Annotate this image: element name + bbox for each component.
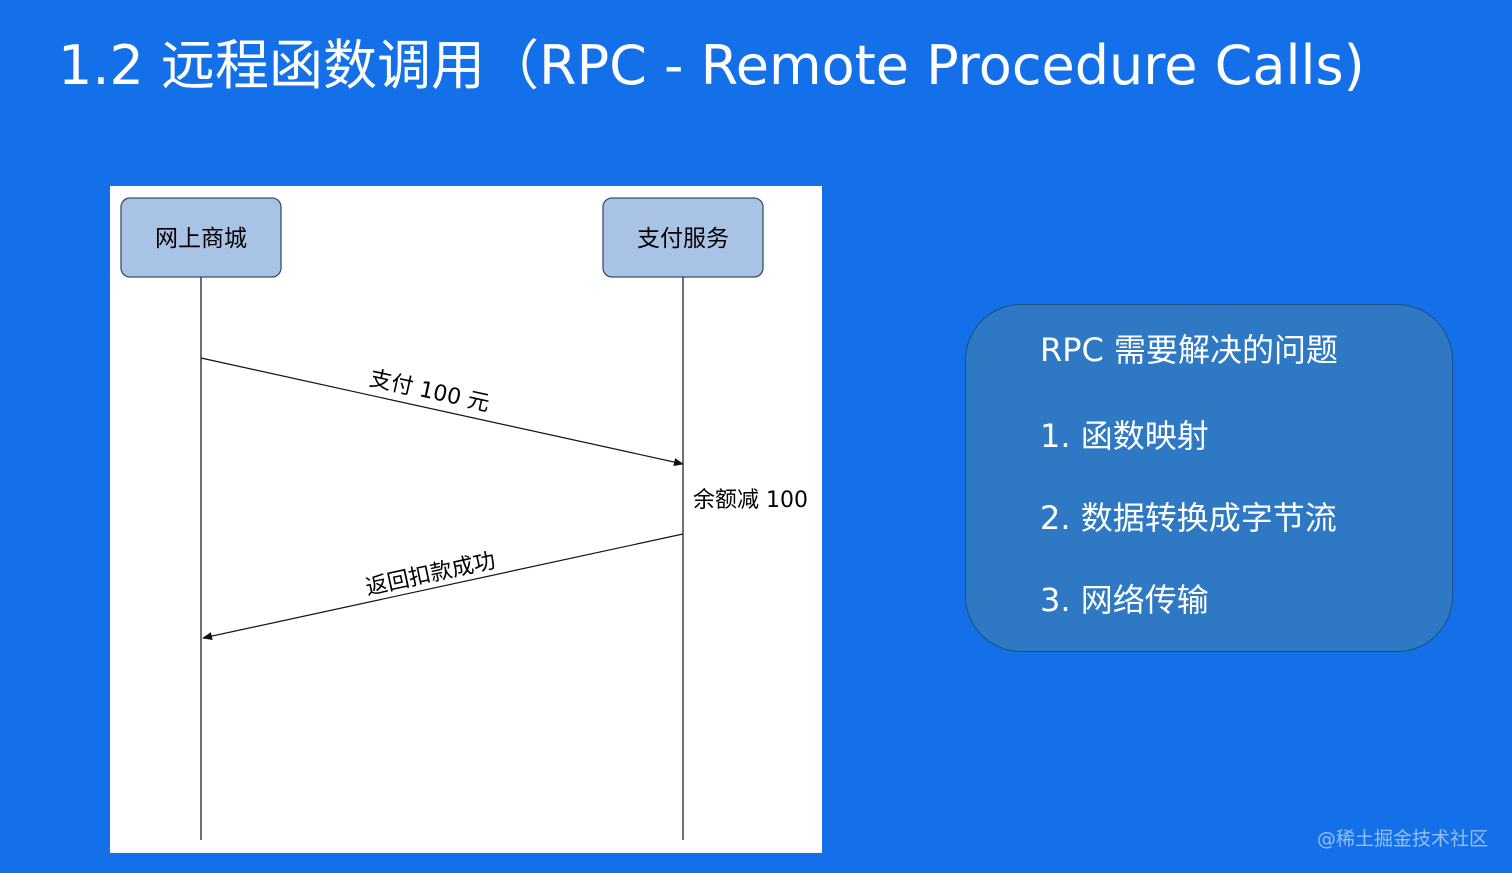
message-return-label: 返回扣款成功 [363, 548, 497, 600]
message-pay-label: 支付 100 元 [367, 366, 492, 417]
participant-payment: 支付服务 [602, 197, 764, 278]
rpc-problems-heading: RPC 需要解决的问题 [1040, 331, 1339, 369]
message-return-arrow [202, 533, 684, 641]
balance-note: 余额减 100 [693, 488, 808, 513]
message-pay-arrow [200, 357, 684, 466]
sequence-diagram: 网上商城 支付服务 支付 100 元 余额减 100 返回扣款成功 [110, 186, 822, 853]
rpc-problems-box: RPC 需要解决的问题 1. 函数映射 2. 数据转换成字节流 3. 网络传输 [965, 304, 1453, 652]
participant-mall-label: 网上商城 [155, 226, 247, 252]
participant-payment-label: 支付服务 [637, 226, 729, 252]
rpc-problem-item: 1. 函数映射 [1040, 417, 1209, 455]
rpc-problem-item: 3. 网络传输 [1040, 581, 1209, 619]
rpc-problem-item: 2. 数据转换成字节流 [1040, 499, 1337, 537]
sequence-diagram-canvas: 网上商城 支付服务 支付 100 元 余额减 100 返回扣款成功 [120, 197, 808, 840]
slide-title: 1.2 远程函数调用（RPC - Remote Procedure Calls) [58, 34, 1365, 97]
participant-mall: 网上商城 [120, 197, 282, 278]
source-watermark: @稀土掘金技术社区 [1316, 828, 1488, 850]
